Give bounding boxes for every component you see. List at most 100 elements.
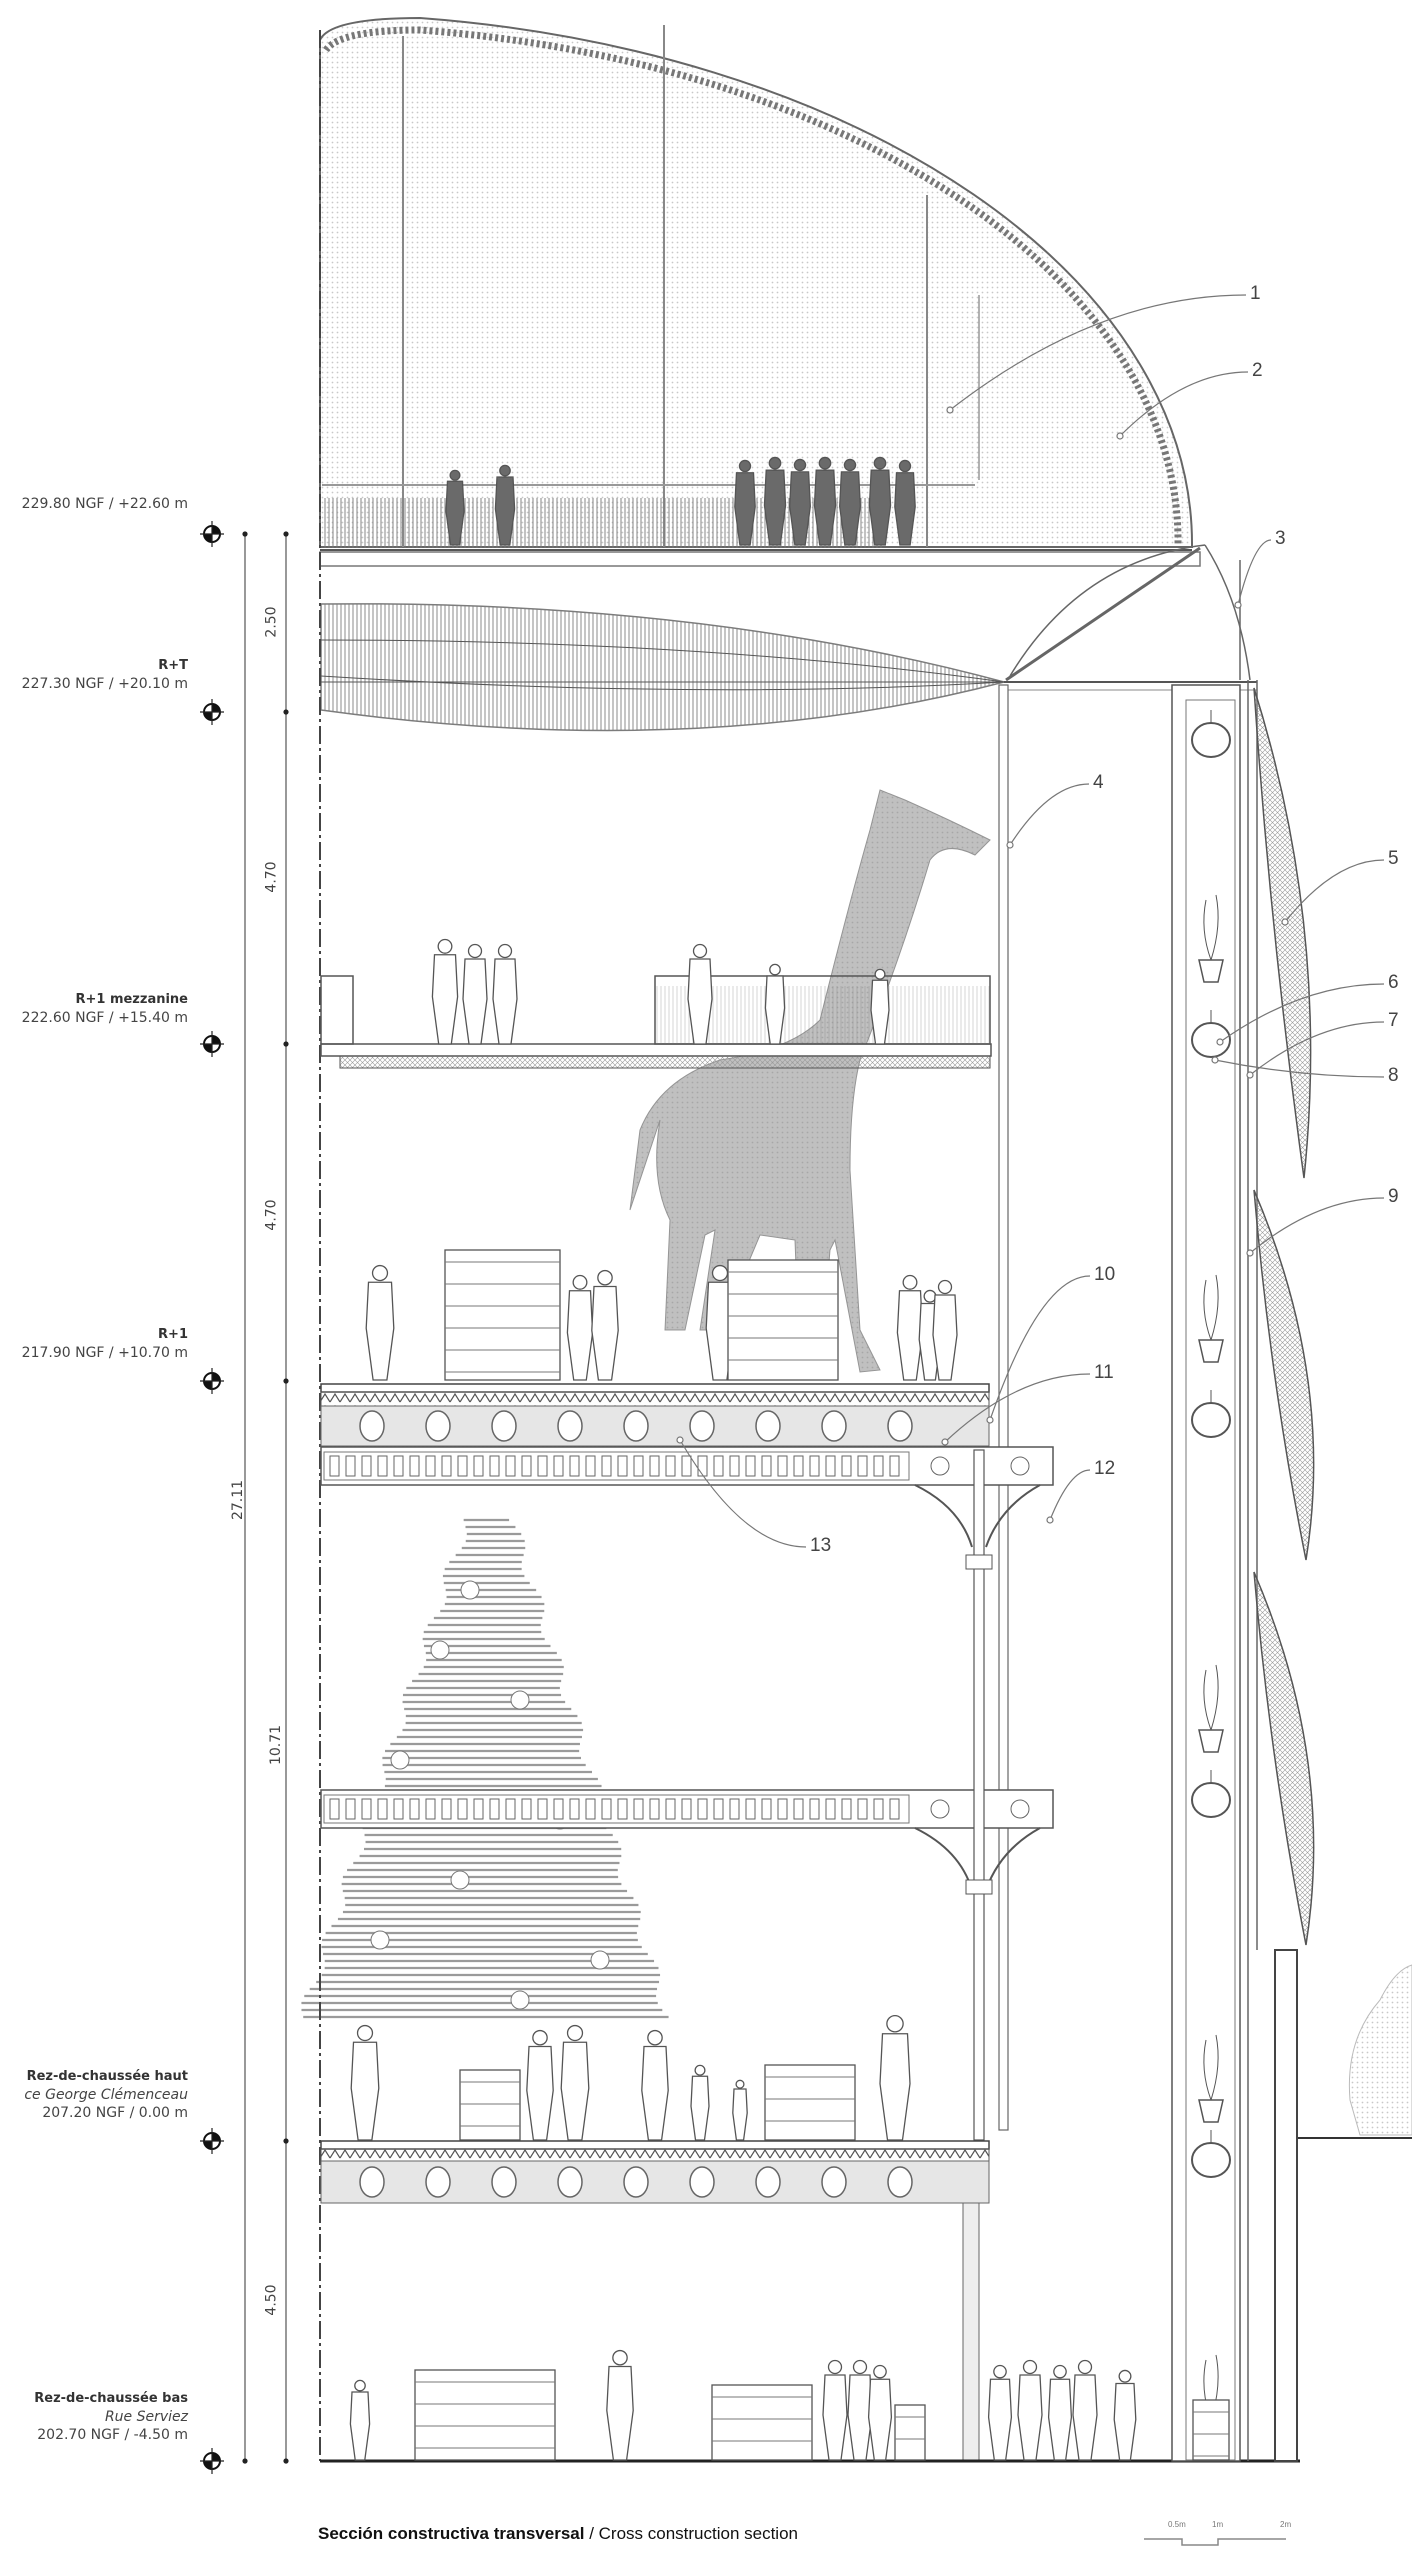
plant-stem (1203, 894, 1219, 961)
beam-ornament (777, 1455, 788, 1477)
person-body (867, 2378, 893, 2461)
caption-title-es: Sección constructiva transversal (318, 2524, 585, 2543)
beam-ornament (425, 1455, 436, 1477)
beam-ornament (761, 1798, 772, 1820)
beam-ornament (665, 1455, 676, 1477)
beam-ornament (697, 1798, 708, 1820)
dimension-dot (242, 2458, 248, 2464)
beam-ornament (393, 1455, 404, 1477)
beam-ornament (793, 1455, 804, 1477)
level-value: 202.70 NGF / -4.50 m (37, 2427, 188, 2443)
level-name: R+1 mezzanine (75, 992, 188, 1007)
person-body (879, 2033, 911, 2141)
beam-ornament (361, 1455, 372, 1477)
level-name: R+1 (158, 1327, 188, 1342)
person-body (987, 2378, 1013, 2461)
beam-ornament (857, 1455, 868, 1477)
level-street: Rue Serviez (104, 2409, 188, 2425)
beam-ornament (585, 1798, 596, 1820)
facade-edge (1274, 1949, 1298, 2462)
person-head (597, 1269, 613, 1286)
level-value: 229.80 NGF / +22.60 m (21, 496, 188, 512)
beam-opening (623, 2166, 649, 2198)
person-body (868, 469, 892, 546)
person-head (566, 2024, 584, 2042)
dimension-text: 4.50 (263, 2284, 280, 2316)
person-body (894, 472, 916, 546)
tree-ornament (510, 1690, 530, 1710)
beam-ornament (793, 1798, 804, 1820)
person-body (560, 2041, 590, 2141)
beam-ornament (809, 1798, 820, 1820)
beam-bracket (914, 1484, 1041, 1548)
level-markers (200, 521, 224, 2474)
callout-number-4: 4 (1093, 772, 1104, 793)
dimension-dot (283, 1378, 289, 1384)
person-head (898, 459, 912, 473)
beam-ornament (601, 1455, 612, 1477)
person-body (734, 472, 756, 546)
beam-ornament (617, 1798, 628, 1820)
beam-ornament (681, 1798, 692, 1820)
beam-opening (491, 2166, 517, 2198)
beam-ornament (825, 1798, 836, 1820)
hanging-lamp-icon (1191, 1402, 1231, 1438)
person-head (437, 938, 453, 954)
level-label-r1-mezzanine: R+1 mezzanine 222.60 NGF / +15.40 m (22, 991, 188, 1027)
beam-ornament (537, 1798, 548, 1820)
beam-ornament (345, 1455, 356, 1477)
scale-label: 1m (1212, 2520, 1224, 2529)
beam-ornament (457, 1455, 468, 1477)
beam-opening (557, 2166, 583, 2198)
beam-ornament (329, 1798, 340, 1820)
planter-icon (1198, 959, 1224, 983)
person-head (467, 943, 483, 959)
tree-ornament (390, 1750, 410, 1770)
beam-ornament (857, 1798, 868, 1820)
person-body (896, 1290, 924, 1381)
level-value: 207.20 NGF / 0.00 m (42, 2105, 188, 2121)
beam-ornament (585, 1455, 596, 1477)
person-head (647, 2029, 663, 2046)
person-head (449, 469, 461, 481)
beam-ornament (345, 1798, 356, 1820)
person-head (852, 2359, 868, 2375)
person-body (462, 958, 488, 1045)
person-body (1072, 2374, 1098, 2461)
beam-opening (887, 2166, 913, 2198)
person-head (612, 2349, 628, 2366)
level-value: 222.60 NGF / +15.40 m (21, 1010, 188, 1026)
callout-leader (1237, 539, 1272, 606)
callout-leader (1214, 1059, 1385, 1078)
person-body (350, 2041, 380, 2141)
level-marker-icon (200, 521, 224, 547)
callout-anchor-dot (1216, 1038, 1224, 1046)
tree-ornament (460, 1580, 480, 1600)
beam-ornament (713, 1798, 724, 1820)
beam-ornament (825, 1455, 836, 1477)
person-body (763, 469, 787, 546)
person-body (606, 2365, 634, 2461)
planter-icon (1198, 1729, 1224, 1753)
dimension-text-total: 27.11 (230, 1479, 247, 1521)
beam-opening (755, 1410, 781, 1442)
callout-number-9: 9 (1388, 1186, 1399, 1207)
scale-label: 0.5m (1168, 2520, 1186, 2529)
people-silhouettes (349, 456, 1230, 2461)
drawing-caption: Sección constructiva transversal / Cross… (318, 2524, 798, 2544)
person-body (822, 2374, 848, 2461)
level-name: Rez-de-chaussée bas (34, 2391, 188, 2406)
level-marker-icon (200, 699, 224, 725)
exterior-tree-foliage (1348, 1964, 1412, 2136)
beam-ornament (841, 1798, 852, 1820)
callout-leader (679, 1439, 807, 1548)
level-value: 217.90 NGF / +10.70 m (21, 1345, 188, 1361)
person-head (497, 943, 513, 959)
beam-ornament (441, 1455, 452, 1477)
person-body (1113, 2382, 1137, 2461)
person-body (641, 2045, 669, 2141)
callout-anchor-dot (1116, 432, 1124, 440)
